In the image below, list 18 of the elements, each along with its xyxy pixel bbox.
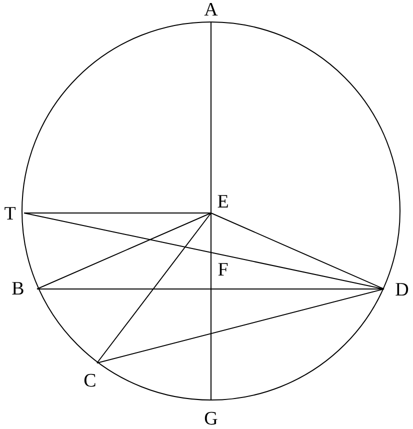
point-label: G: [204, 410, 218, 428]
point-label: A: [204, 0, 218, 20]
line-segment: [36, 288, 212, 290]
line-segment: [210, 212, 212, 290]
line-segment: [96, 288, 384, 364]
line-segment: [36, 212, 212, 290]
line-segment: [210, 212, 384, 290]
line-segment: [24, 212, 212, 214]
line-segment: [210, 288, 212, 400]
line-segment: [96, 212, 212, 364]
point-label: T: [4, 204, 16, 224]
point-label: D: [395, 280, 409, 300]
line-segment: [210, 22, 212, 214]
point-label: B: [12, 280, 24, 298]
point-label: E: [217, 192, 229, 212]
point-label: C: [84, 372, 96, 390]
point-label: F: [218, 260, 228, 280]
line-segment: [210, 288, 384, 290]
